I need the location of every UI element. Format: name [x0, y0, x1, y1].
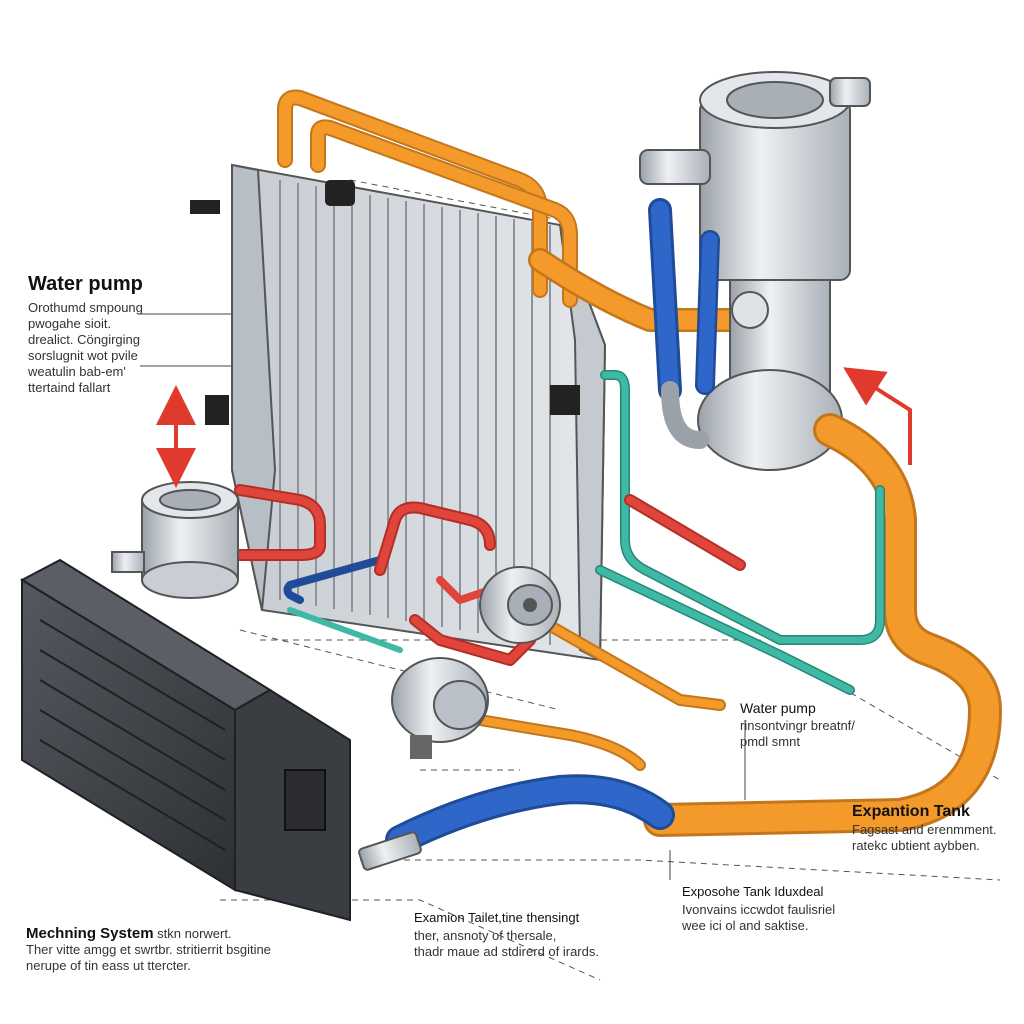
water-pump-mid-line: pmdl smnt	[740, 734, 800, 749]
expansion-tailet-line: thadr maue ad stdirerd of irards.	[414, 944, 599, 959]
expansion-tailet-line: ther, ansnoty of thersale,	[414, 928, 557, 943]
water-pump-desc-line: sorslugnit wot pvile	[28, 348, 138, 363]
lower-blue-hose	[358, 774, 675, 871]
red-hoses	[234, 484, 746, 666]
heater-core-icon	[19, 558, 351, 922]
flow-arrows	[156, 367, 912, 488]
expansion-tailet-label: Examion Tailet,tine thensingt ther, ansn…	[414, 910, 599, 960]
meching-system-line: Ther vitte amgg et swrtbr. stritierrit b…	[26, 942, 271, 957]
expansion-tank-2-line: wee ici ol and saktise.	[682, 918, 809, 933]
expansion-tank-2-line: Ivonvains iccwdot faulisriel	[682, 902, 836, 917]
water-pump-desc-line: pwogahe sioit.	[28, 316, 112, 331]
small-tank-icon	[111, 481, 239, 599]
expansion-tank-line: ratekc ubtient aybben.	[852, 838, 980, 853]
pump-blue-hoses	[648, 198, 720, 449]
water-pump-icon	[479, 566, 561, 644]
water-pump-mid-line: rinsontvingr breatnf/	[740, 718, 855, 733]
water-pump-title: Water pump	[28, 273, 143, 295]
water-pump-desc-line: ttertaind fallart	[28, 380, 111, 395]
water-pump-label-left: Water pump Orothumd smpoung pwogahe sioi…	[28, 273, 143, 396]
expansion-tank-label-2: Exposohe Tank Iduxdeal Ivonvains iccwdot…	[682, 884, 835, 934]
meching-system-line: nerupe of tin eass ut ttercter.	[26, 958, 191, 973]
water-pump-desc-line: Orothumd smpoung	[28, 300, 143, 315]
expansion-tank-line: Fagsast and erenmment.	[852, 822, 997, 837]
expansion-tank-2-title: Exposohe Tank Iduxdeal	[682, 884, 824, 899]
main-orange-hose	[643, 413, 1002, 837]
meching-system-title: Mechning System	[26, 925, 154, 942]
water-pump-desc-line: weatulin bab-em'	[28, 364, 126, 379]
radiator-icon	[190, 163, 607, 662]
water-pump-mid-title: Water pump	[740, 700, 816, 716]
thermostat-icon	[391, 657, 489, 759]
expansion-tailet-title: Examion Tailet,tine thensingt	[414, 910, 580, 925]
water-pump-desc-line: drealict. Cöngirging	[28, 332, 141, 347]
expansion-tank-title: Expantion Tank	[852, 803, 970, 820]
expansion-tank-icon	[639, 71, 871, 471]
water-pump-label-mid: Water pump rinsontvingr breatnf/ pmdl sm…	[740, 700, 855, 750]
meching-system-suffix: stkn norwert.	[157, 926, 232, 941]
expansion-tank-label: Expantion Tank Fagsast and erenmment. ra…	[852, 804, 997, 854]
teal-hoses	[283, 370, 885, 695]
meching-system-label: Mechning System stkn norwert. Ther vitte…	[26, 926, 271, 974]
upper-hoses	[277, 89, 757, 332]
small-orange-hoses	[474, 614, 726, 771]
